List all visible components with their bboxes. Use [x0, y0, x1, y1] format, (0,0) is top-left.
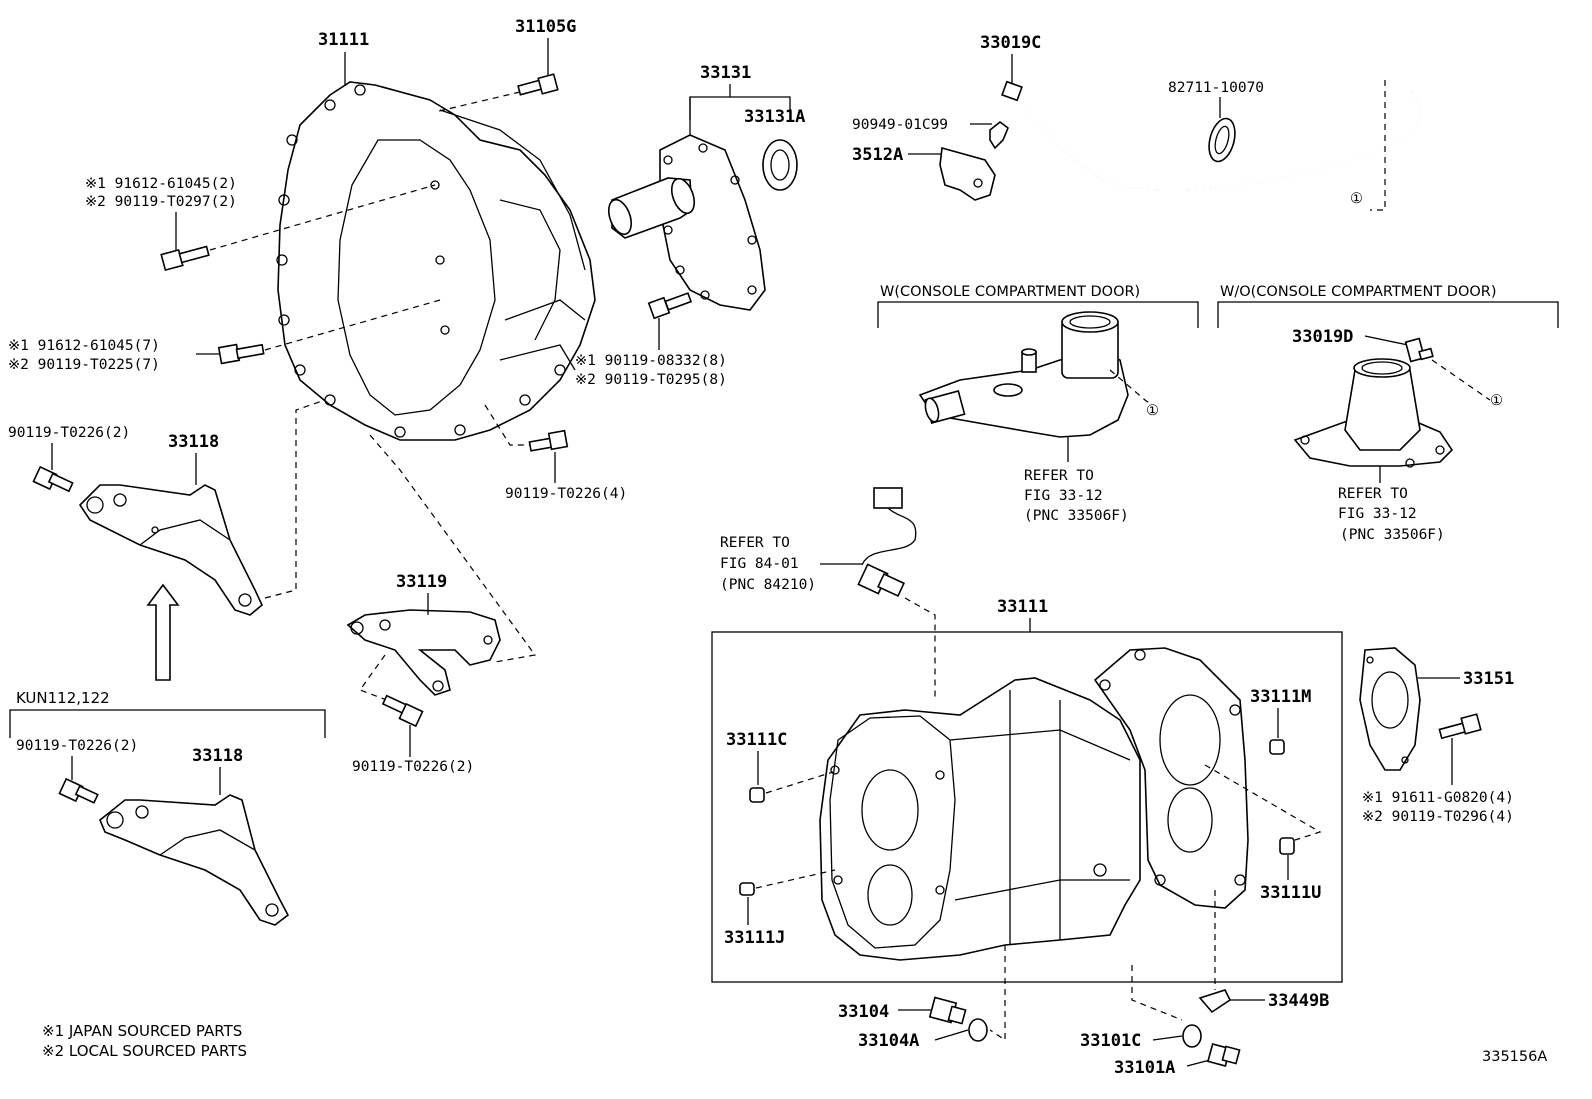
breather-hose-33019C[interactable]	[1001, 80, 1421, 192]
ref2-line3: (PNC 33506F)	[1024, 508, 1129, 524]
front-bearing-retainer-33131[interactable]	[604, 134, 766, 311]
circle-ref-1b: ①	[1146, 403, 1159, 419]
part-label-33118-upper: 33118	[168, 432, 219, 452]
part-label-3512A: 3512A	[852, 145, 903, 165]
gasket-plate[interactable]	[1093, 647, 1249, 909]
pin-33111J[interactable]	[739, 882, 755, 896]
circle-ref-1a: ①	[1350, 191, 1363, 207]
ref3-line1: REFER TO	[1338, 486, 1408, 502]
variant-label: KUN112,122	[16, 689, 110, 707]
bolt-b2-line1: ※1 91612-61045(7)	[8, 338, 160, 354]
clutch-housing-31111[interactable]	[276, 81, 596, 441]
part-label-33449B: 33449B	[1268, 991, 1329, 1011]
ref2-line2: FIG 33-12	[1024, 488, 1103, 504]
bolt-90119-T0226-d[interactable]	[528, 429, 569, 452]
bolt-b5-label: 90119-T0226(4)	[505, 486, 627, 502]
bolt-90119-08332[interactable]	[647, 292, 693, 320]
bolt-31105G[interactable]	[517, 73, 559, 96]
part-label-33131: 33131	[700, 63, 751, 83]
gasket-33101C[interactable]	[1182, 1024, 1202, 1048]
gasket-33104A[interactable]	[968, 1018, 988, 1042]
circle-ref-1c: ①	[1490, 393, 1503, 409]
bracket-33119[interactable]	[346, 609, 501, 696]
back-up-lamp-switch[interactable]	[857, 487, 917, 598]
diagram-id: 335156A	[1482, 1049, 1547, 1065]
part-label-33111-box: 33111	[997, 597, 1048, 617]
ref1-line2: FIG 84-01	[720, 556, 799, 572]
part-label-31111: 31111	[318, 30, 369, 50]
part-label-33101C: 33101C	[1080, 1031, 1141, 1051]
part-label-90949: 90949-01C99	[852, 117, 948, 133]
bolt-91612-61045-7[interactable]	[217, 343, 265, 365]
part-label-33019D: 33019D	[1292, 327, 1353, 347]
bolt-b8-line1: ※1 91611-G0820(4)	[1362, 790, 1514, 806]
part-label-33111J: 33111J	[724, 928, 785, 948]
bolt-90119-T0226-a[interactable]	[32, 465, 74, 493]
bolt-91611-G0820[interactable]	[1438, 713, 1482, 740]
footnote-1: ※1 JAPAN SOURCED PARTS	[42, 1022, 242, 1040]
section-header-with-door: W(CONSOLE COMPARTMENT DOOR)	[880, 284, 1140, 300]
ref3-line3: (PNC 33506F)	[1340, 527, 1445, 543]
bolt-b2-line2: ※2 90119-T0225(7)	[8, 357, 160, 373]
bolt-b8-line2: ※2 90119-T0296(4)	[1362, 809, 1514, 825]
pin-33111M[interactable]	[1269, 739, 1285, 755]
transmission-case-33111[interactable]	[819, 677, 1141, 961]
part-label-33151: 33151	[1463, 669, 1514, 689]
bracket-33118-upper[interactable]	[78, 484, 263, 616]
shift-lever-retainer-without-door[interactable]	[1293, 358, 1454, 468]
part-label-33119: 33119	[396, 572, 447, 592]
part-label-33111C: 33111C	[726, 730, 787, 750]
clip-90949-01C99[interactable]	[989, 120, 1009, 150]
part-label-33101A: 33101A	[1114, 1058, 1175, 1078]
transmission-case-box	[711, 631, 1343, 983]
bolt-b4-line2: ※2 90119-T0295(8)	[575, 372, 727, 388]
part-label-82711: 82711-10070	[1168, 80, 1264, 96]
up-arrow-icon	[146, 583, 180, 681]
ref1-line1: REFER TO	[720, 535, 790, 551]
part-label-33111M: 33111M	[1250, 687, 1311, 707]
breather-plug-33019D[interactable]	[1404, 337, 1434, 363]
ref2-line1: REFER TO	[1024, 468, 1094, 484]
part-label-33104A: 33104A	[858, 1031, 919, 1051]
part-label-33104: 33104	[838, 1002, 889, 1022]
bolt-b7-label: 90119-T0226(2)	[16, 738, 138, 754]
bolt-91612-61045-2[interactable]	[160, 245, 210, 272]
part-label-33118-lower: 33118	[192, 746, 243, 766]
clamp-82711-10070[interactable]	[1205, 116, 1240, 165]
shift-lever-retainer-with-door[interactable]	[918, 311, 1129, 438]
part-label-33019C: 33019C	[980, 33, 1041, 53]
bolt-90119-T0226-c[interactable]	[58, 777, 99, 804]
part-label-31105G: 31105G	[515, 17, 576, 37]
extension-housing-seal-33151[interactable]	[1359, 647, 1421, 771]
part-label-33131A: 33131A	[744, 107, 805, 127]
plug-33101A[interactable]	[1206, 1042, 1241, 1068]
bolt-b1-line2: ※2 90119-T0297(2)	[85, 194, 237, 210]
bracket-3512A[interactable]	[939, 146, 996, 201]
pin-33111U[interactable]	[1279, 837, 1295, 855]
bolt-b6-label: 90119-T0226(2)	[352, 759, 474, 775]
part-label-33111U: 33111U	[1260, 883, 1321, 903]
plug-33104[interactable]	[928, 996, 967, 1025]
bolt-b4-line1: ※1 90119-08332(8)	[575, 353, 727, 369]
oil-seal-33131A[interactable]	[762, 139, 798, 191]
bracket-33118-lower[interactable]	[99, 794, 290, 926]
section-header-without-door: W/O(CONSOLE COMPARTMENT DOOR)	[1220, 284, 1497, 300]
footnote-2: ※2 LOCAL SOURCED PARTS	[42, 1042, 247, 1060]
ref1-line3: (PNC 84210)	[720, 577, 816, 593]
bolt-90119-T0226-b[interactable]	[381, 694, 424, 728]
ref3-line2: FIG 33-12	[1338, 506, 1417, 522]
bolt-b3-label: 90119-T0226(2)	[8, 425, 130, 441]
pin-33111C[interactable]	[749, 787, 765, 803]
clip-33449B[interactable]	[1198, 989, 1232, 1014]
bolt-b1-line1: ※1 91612-61045(2)	[85, 176, 237, 192]
